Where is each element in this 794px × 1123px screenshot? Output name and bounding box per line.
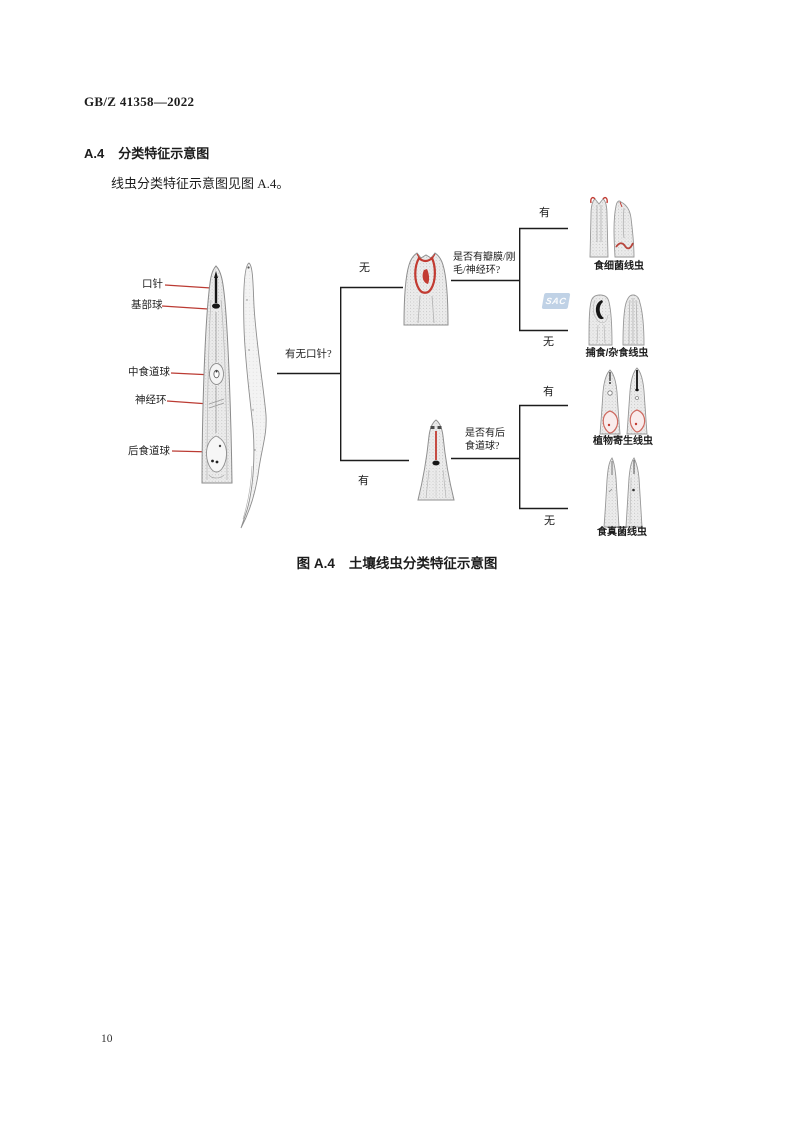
head-no-stylet-illustration [403,252,449,326]
nematode-whole-body-illustration [240,262,267,529]
body-paragraph: 线虫分类特征示意图见图 A.4。 [111,176,290,191]
q2-branch-yes: 有 [543,386,554,398]
decision-tree-lines [277,227,568,510]
head-with-stylet-illustration [417,419,455,501]
standard-number: GB/Z 41358—2022 [84,94,195,109]
anatomy-label-basal-bulb: 基部球 [131,300,163,311]
leaf-label-fungivore: 食真菌线虫 [597,527,647,538]
nematode-anterior-illustration [201,265,233,484]
figure-caption-title: 土壤线虫分类特征示意图 [348,556,498,571]
question-valve-setae-nervering: 是否有瓣膜/刚毛/神经环? [453,252,516,276]
section-heading: A.4 分类特征示意图 [84,147,209,160]
leaf-illustration-plant-parasite [599,367,648,435]
leaf-label-predator-omnivore: 捕食/杂食线虫 [585,348,649,359]
section-title: 分类特征示意图 [118,146,210,161]
q1-branch-no: 无 [543,336,554,348]
leaf-label-bacterivore: 食细菌线虫 [594,261,644,272]
anatomy-label-nerve-ring: 神经环 [135,395,167,406]
root-branch-no: 无 [359,262,370,274]
anatomy-label-posterior-bulb: 后食道球 [128,446,170,457]
root-branch-yes: 有 [358,475,369,487]
section-number: A.4 [84,146,105,161]
leaf-label-plant-parasite: 植物寄生线虫 [593,436,653,447]
figure-caption-number: 图 A.4 [296,556,335,571]
anatomy-label-median-bulb: 中食道球 [128,367,170,378]
root-question: 有无口针? [285,349,332,360]
anatomy-label-stylet: 口针 [142,279,163,290]
q1-branch-yes: 有 [539,207,550,219]
leaf-illustration-bacterivore [589,196,635,258]
leaf-illustration-fungivore [603,457,643,528]
question-posterior-bulb: 是否有后食道球? [465,428,505,452]
q2-branch-no: 无 [544,515,555,527]
page-number: 10 [101,1033,113,1045]
sac-watermark: SAC [541,293,571,309]
figure-caption: 图 A.4 土壤线虫分类特征示意图 [0,557,794,571]
leaf-illustration-predator-omnivore [588,294,645,346]
